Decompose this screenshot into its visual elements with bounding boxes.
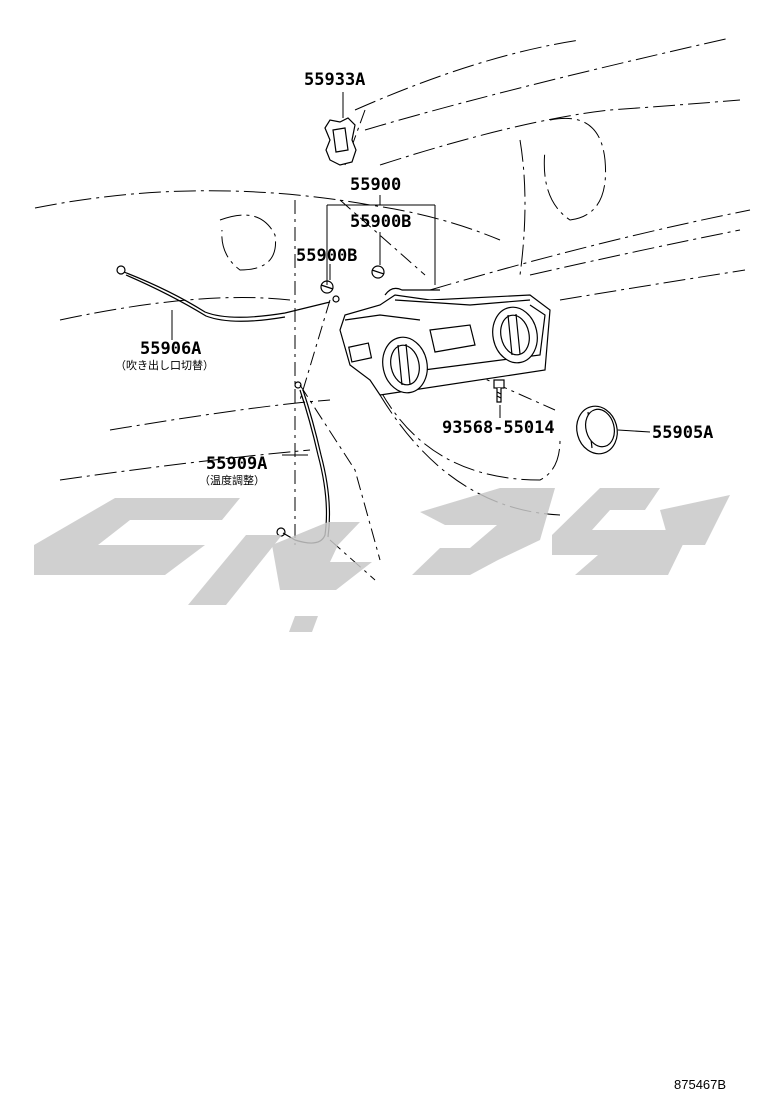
clip-part	[324, 117, 357, 166]
part-label-knob[interactable]: 55905A	[652, 423, 714, 443]
part-label-clip[interactable]: 55933A	[304, 70, 366, 90]
part-label-assembly[interactable]: 55900	[350, 175, 402, 195]
part-label-screw-upper[interactable]: 55900B	[350, 212, 412, 232]
part-label-vent-cable[interactable]: 55906A	[140, 339, 202, 359]
knob-part	[576, 405, 618, 455]
dashboard-outline	[34, 37, 751, 516]
part-label-temp-cable[interactable]: 55909A	[206, 454, 268, 474]
leader-lines	[171, 92, 651, 456]
part-note-temp-cable: （温度調整）	[199, 474, 265, 487]
diagram-reference-number: 875467B	[674, 1077, 727, 1092]
part-note-vent-cable: （吹き出し口切替）	[115, 359, 214, 372]
bolt-part	[493, 379, 505, 403]
heater-control-assembly	[339, 287, 551, 396]
vent-control-cable	[116, 265, 340, 322]
part-label-bolt[interactable]: 93568-55014	[442, 418, 555, 438]
part-label-screw-left[interactable]: 55900B	[296, 246, 358, 266]
